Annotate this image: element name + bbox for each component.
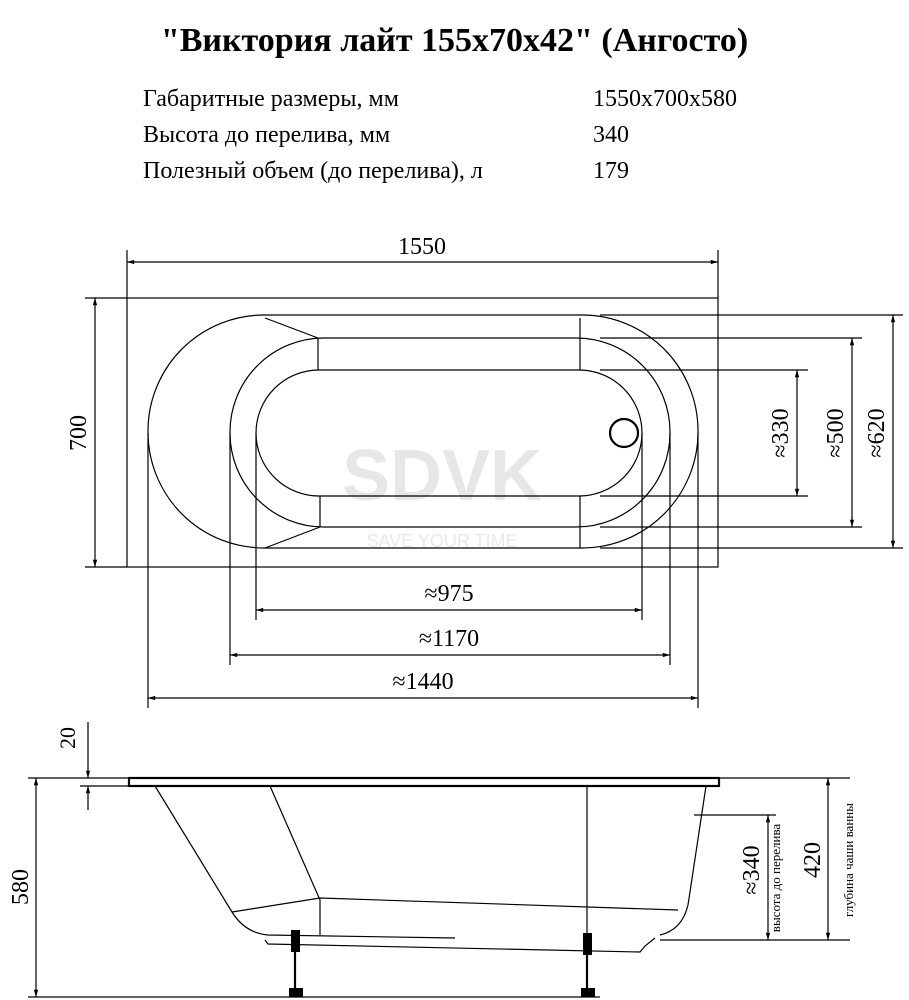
spec-value: 340 bbox=[593, 122, 629, 148]
dim-overflow: ≈340 bbox=[739, 845, 765, 894]
dim-width: 700 bbox=[66, 415, 92, 451]
top-view: 1550 700 ≈330 ≈500 ≈620 ≈975 ≈1170 ≈1440 bbox=[66, 234, 903, 708]
dim-rim: 20 bbox=[55, 727, 80, 749]
dim-620: ≈620 bbox=[864, 408, 890, 457]
spec-value: 1550х700х580 bbox=[593, 86, 737, 112]
drawing-title: "Виктория лайт 155х70х42" (Ангосто) bbox=[160, 22, 749, 59]
drain-icon bbox=[608, 417, 640, 449]
svg-text:SDVK: SDVK bbox=[342, 436, 542, 516]
leg bbox=[581, 933, 595, 997]
watermark: SDVK SAVE YOUR TIME bbox=[342, 436, 542, 551]
leg bbox=[289, 930, 303, 997]
spec-value: 179 bbox=[593, 158, 629, 184]
dim-975: ≈975 bbox=[424, 581, 473, 607]
dim-1170: ≈1170 bbox=[419, 626, 479, 652]
spec-label: Габаритные размеры, мм bbox=[143, 86, 399, 112]
dim-1440: ≈1440 bbox=[392, 669, 453, 695]
overflow-label: высота до перелива bbox=[768, 824, 783, 933]
depth-label: глубина чаши ванны bbox=[841, 803, 856, 917]
dim-length: 1550 bbox=[398, 234, 446, 260]
dim-500: ≈500 bbox=[823, 408, 849, 457]
dim-depth: 420 bbox=[800, 842, 826, 878]
side-view: 580 20 ≈340 высота до перелива 420 глуби… bbox=[8, 722, 856, 998]
spec-label: Полезный объем (до перелива), л bbox=[143, 158, 483, 184]
dim-height: 580 bbox=[8, 869, 34, 905]
dim-330: ≈330 bbox=[768, 408, 794, 457]
svg-text:SAVE YOUR TIME: SAVE YOUR TIME bbox=[366, 531, 517, 551]
spec-label: Высота до перелива, мм bbox=[143, 122, 391, 148]
